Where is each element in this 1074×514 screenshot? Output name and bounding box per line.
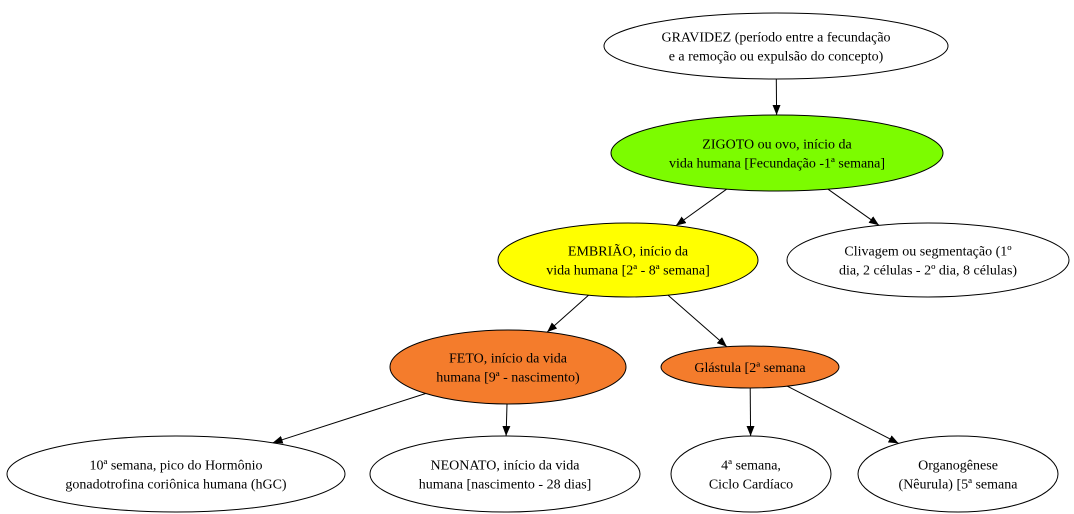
edge-embriao-to-feto bbox=[546, 294, 589, 333]
node-embriao-label-line-2: vida humana [2ª - 8ª semana] bbox=[546, 264, 710, 279]
node-clivagem: Clivagem ou segmentação (1º dia, 2 célula… bbox=[786, 222, 1070, 298]
node-feto-shape bbox=[389, 329, 627, 405]
node-quarta-label-line-1: 4ª semana, bbox=[721, 459, 781, 474]
node-quarta: 4ª semana, Ciclo Cardíaco bbox=[670, 435, 832, 513]
node-zigoto-label-line-2: vida humana [Fecundação -1ª semana] bbox=[669, 157, 885, 172]
node-gravidez-label-line-1: GRAVIDEZ (período entre a fecundação bbox=[661, 31, 890, 46]
edges-layer bbox=[272, 78, 899, 444]
node-embriao-shape bbox=[497, 222, 759, 298]
node-glastula-shape bbox=[660, 345, 840, 389]
node-zigoto-shape bbox=[610, 114, 944, 192]
edge-feto-to-neonato bbox=[502, 403, 511, 437]
node-organogenese: Organogênese (Nêurula) [5ª semana bbox=[857, 435, 1059, 513]
node-glastula: Glástula [2ª semana bbox=[660, 345, 840, 389]
node-feto: FETO, início da vida humana [9ª - nascime… bbox=[389, 329, 627, 405]
node-clivagem-label-line-2: dia, 2 células - 2º dia, 8 células) bbox=[839, 264, 1017, 279]
node-glastula-label-line-1: Glástula [2ª semana bbox=[694, 361, 806, 376]
node-neonato-label-line-1: NEONATO, início da vida bbox=[430, 459, 580, 474]
node-organogenese-shape bbox=[857, 435, 1059, 513]
node-organogenese-label-line-1: Organogênese bbox=[918, 459, 998, 474]
node-feto-label-line-1: FETO, início da vida bbox=[449, 352, 568, 367]
node-neonato: NEONATO, início da vida humana [nasciment… bbox=[369, 435, 641, 513]
node-zigoto-label-line-1: ZIGOTO ou ovo, início da bbox=[702, 138, 852, 153]
nodes-layer: GRAVIDEZ (período entre a fecundação e a … bbox=[6, 12, 1070, 513]
edge-zigoto-to-embriao bbox=[675, 188, 727, 227]
node-zigoto: ZIGOTO ou ovo, início da vida humana [Fec… bbox=[610, 114, 944, 192]
node-decima-label-line-1: 10ª semana, pico do Hormônio bbox=[90, 459, 263, 474]
edge-glastula-to-organogenese bbox=[786, 385, 899, 444]
node-decima: 10ª semana, pico do Hormônio gonadotrofin… bbox=[6, 435, 346, 513]
node-quarta-shape bbox=[670, 435, 832, 513]
node-gravidez: GRAVIDEZ (período entre a fecundação e a … bbox=[603, 12, 949, 80]
edge-embriao-to-glastula bbox=[667, 294, 728, 348]
node-feto-label-line-2: humana [9ª - nascimento) bbox=[436, 371, 580, 386]
node-gravidez-label-line-2: e a remoção ou expulsão do concepto) bbox=[669, 50, 884, 65]
node-quarta-label-line-2: Ciclo Cardíaco bbox=[709, 478, 793, 493]
node-embriao: EMBRIÃO, início da vida humana [2ª - 8ª s… bbox=[497, 222, 759, 298]
node-embriao-label-line-1: EMBRIÃO, início da bbox=[568, 244, 689, 260]
node-clivagem-shape bbox=[786, 222, 1070, 298]
edge-feto-to-decima bbox=[272, 393, 426, 444]
node-neonato-label-line-2: humana [nascimento - 28 dias] bbox=[419, 478, 592, 493]
node-gravidez-shape bbox=[603, 12, 949, 80]
node-neonato-shape bbox=[369, 435, 641, 513]
node-decima-label-line-2: gonadotrofina coriônica humana (hGC) bbox=[65, 478, 287, 493]
node-decima-shape bbox=[6, 435, 346, 513]
edge-zigoto-to-clivagem bbox=[827, 188, 880, 226]
node-clivagem-label-line-1: Clivagem ou segmentação (1º bbox=[844, 245, 1012, 260]
node-organogenese-label-line-2: (Nêurula) [5ª semana bbox=[899, 478, 1019, 493]
